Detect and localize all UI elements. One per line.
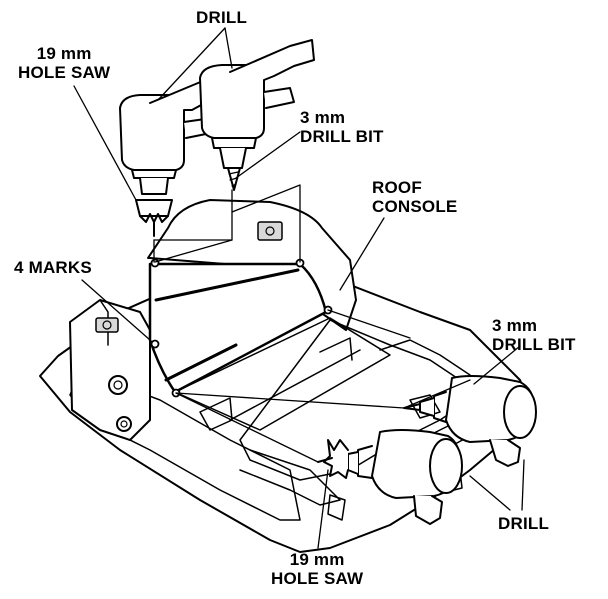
mark-upper-left	[150, 258, 160, 268]
label-drill-bit-top: 3 mm DRILL BIT	[300, 108, 384, 146]
label-drill-right: DRILL	[498, 514, 549, 533]
console-knob-lower	[116, 416, 132, 432]
label-drill-top: DRILL	[196, 8, 247, 27]
label-drill-bit-top-size: 3 mm	[300, 108, 346, 127]
label-hole-saw-bottom-size: 19 mm	[289, 550, 345, 569]
label-drill-bit-right-name: DRILL BIT	[492, 335, 576, 354]
top-drill-bit-drill	[199, 39, 315, 191]
mark-lower-left	[150, 339, 160, 349]
leader-lines	[73, 27, 525, 549]
console-top-button	[257, 221, 283, 241]
label-drill-bit-right-size: 3 mm	[492, 316, 538, 335]
console-knob-upper	[108, 375, 128, 395]
roof-console	[39, 199, 529, 553]
top-hole-saw-bit	[135, 199, 173, 217]
label-roof-console: ROOF CONSOLE	[372, 178, 457, 216]
console-lens-panel	[148, 262, 328, 394]
label-roof-console-line1: ROOF	[372, 178, 422, 197]
label-hole-saw-top-name: HOLE SAW	[18, 63, 111, 82]
label-drill-bit-top-name: DRILL BIT	[300, 127, 384, 146]
console-left-button	[95, 317, 119, 333]
top-drill-bit	[227, 167, 241, 191]
label-hole-saw-bottom: 19 mm HOLE SAW	[271, 550, 363, 588]
label-hole-saw-top-size: 19 mm	[36, 44, 92, 63]
label-four-marks-text: 4 MARKS	[14, 258, 92, 277]
label-hole-saw-bottom-name: HOLE SAW	[271, 569, 364, 588]
label-hole-saw-top: 19 mm HOLE SAW	[18, 44, 110, 82]
label-drill-right-text: DRILL	[498, 514, 550, 533]
right-hole-saw-drill	[317, 429, 463, 525]
label-drill-bit-right: 3 mm DRILL BIT	[492, 316, 576, 354]
label-four-marks: 4 MARKS	[14, 258, 92, 277]
right-drill-bit-drill	[403, 375, 537, 467]
right-hole-saw-bit	[323, 439, 349, 479]
label-drill-top-text: DRILL	[196, 8, 248, 27]
label-roof-console-line2: CONSOLE	[372, 197, 458, 216]
console-left-block	[69, 299, 151, 441]
